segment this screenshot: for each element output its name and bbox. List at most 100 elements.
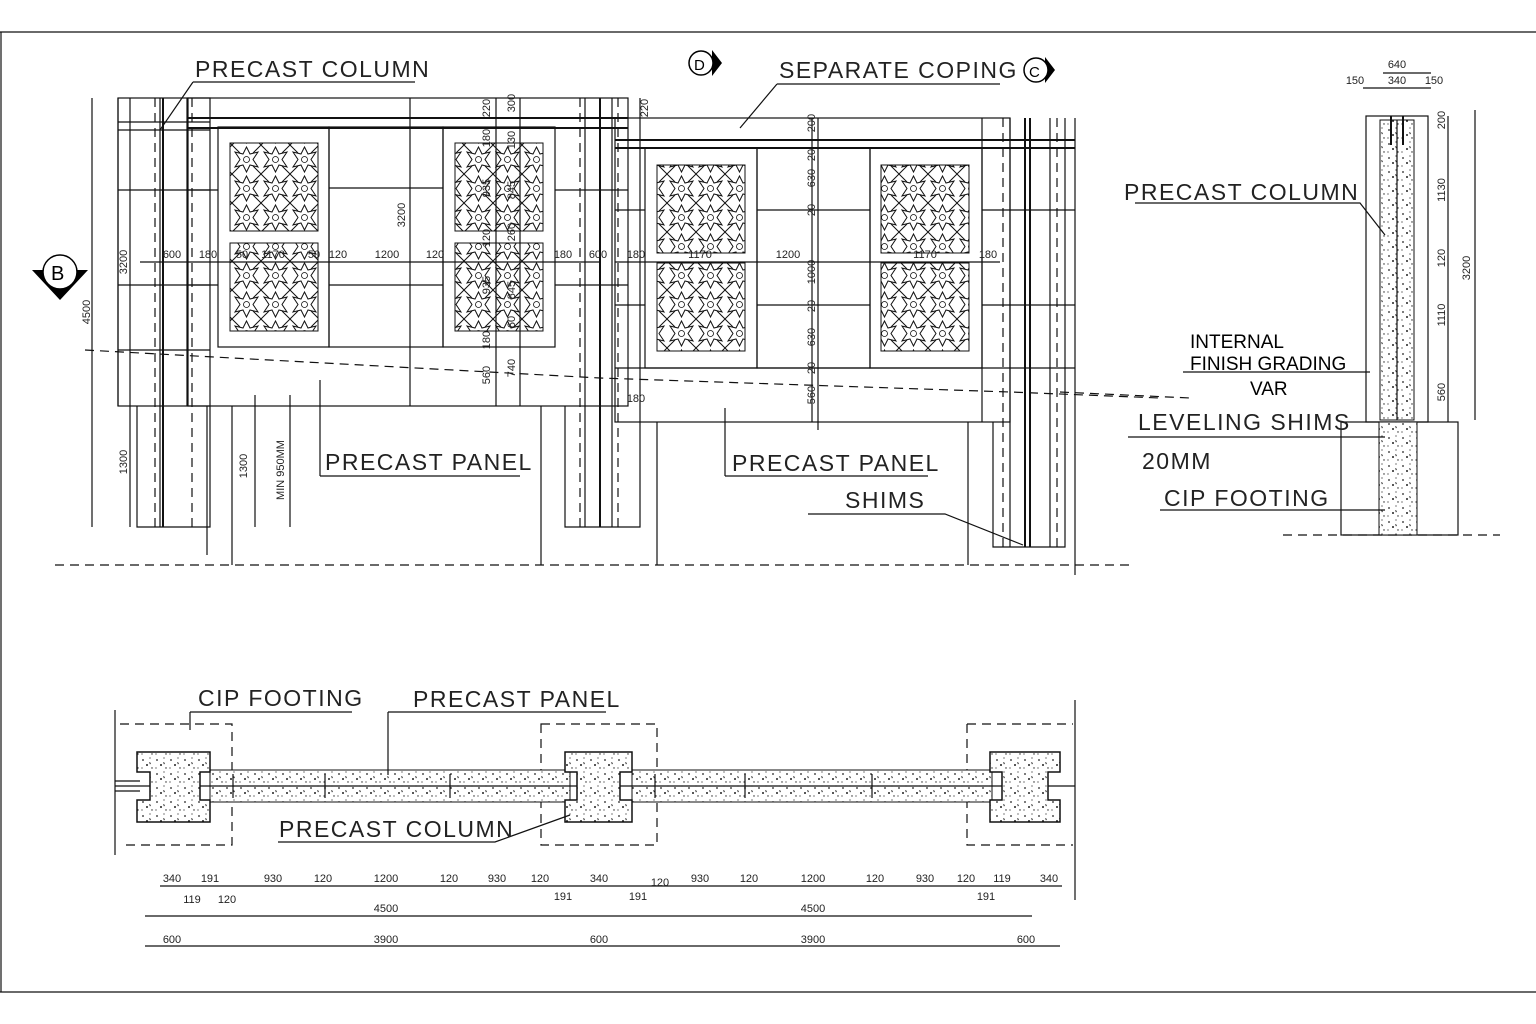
- dimension-label: 220: [481, 99, 493, 117]
- dimension-label: 120: [957, 873, 975, 885]
- marker-letter: B: [51, 263, 64, 285]
- dimension-label: 180: [481, 331, 493, 349]
- dimension-label: 200: [1436, 111, 1448, 129]
- lattice-screen: [880, 262, 970, 352]
- dimension-label: 930: [264, 873, 282, 885]
- lattice-screen: [656, 262, 746, 352]
- dimension-label: 1170: [261, 249, 285, 261]
- dimension-label: 930: [916, 873, 934, 885]
- dimension-label: 560: [481, 366, 493, 384]
- dimension-label: 180: [481, 129, 493, 147]
- label-precast-panel: PRECAST PANEL: [732, 450, 940, 476]
- precast-panel-right: [614, 117, 1075, 565]
- label-precast-column: PRECAST COLUMN: [195, 56, 430, 82]
- dimension-label: 1130: [1436, 178, 1448, 202]
- sheet-border: [0, 31, 1536, 993]
- precast-panel-left: [140, 97, 629, 565]
- label-precast-column: PRECAST COLUMN: [1124, 179, 1359, 205]
- dimension-label: 119: [183, 894, 201, 906]
- label-internal: INTERNAL: [1190, 332, 1284, 353]
- label-precast-panel: PRECAST PANEL: [413, 686, 621, 712]
- marker-letter: C: [1029, 64, 1040, 81]
- marker-letter: D: [694, 57, 705, 74]
- dimension-label: 50: [236, 249, 248, 261]
- dimension-label: 560: [1436, 383, 1448, 401]
- dimension-label: 200: [806, 114, 818, 132]
- section-marker-c: C: [1023, 57, 1055, 83]
- dimension-label: 120: [531, 873, 549, 885]
- dimension-label: 120: [1436, 249, 1448, 267]
- dimension-label: 600: [1017, 934, 1035, 946]
- dimension-label: 120: [481, 229, 493, 247]
- dimension-label: 1200: [374, 873, 398, 885]
- dimension-label: 191: [977, 891, 995, 903]
- lattice-screen: [229, 142, 319, 232]
- dimension-label: 1170: [688, 249, 712, 261]
- dimension-label: 20: [806, 300, 818, 312]
- dimension-label: 260: [506, 223, 518, 241]
- dimension-label: 130: [506, 131, 518, 149]
- dimension-label: 1200: [375, 249, 399, 261]
- dimension-label: 845: [506, 181, 518, 199]
- plan-panel-strips: [115, 769, 1075, 803]
- dimension-label: 150: [1425, 75, 1443, 87]
- dimension-label: 340: [1388, 75, 1406, 87]
- dimension-label: 191: [201, 873, 219, 885]
- dimension-label: 1110: [1436, 304, 1448, 327]
- dimension-label: 600: [590, 934, 608, 946]
- dimension-label: 20: [806, 204, 818, 216]
- dimension-label: 340: [163, 873, 181, 885]
- dimension-label: 600: [163, 249, 181, 261]
- dimension-label: 180: [199, 249, 217, 261]
- label-precast-column: PRECAST COLUMN: [279, 816, 514, 842]
- lattice-screen: [229, 242, 319, 332]
- dimension-label: 630: [806, 169, 818, 187]
- dimension-label: 3200: [1461, 256, 1473, 280]
- dimension-label: 150: [1346, 75, 1364, 87]
- label-cip-footing: CIP FOOTING: [198, 685, 364, 711]
- dimension-label: 120: [651, 877, 669, 889]
- dimension-label: 845: [506, 281, 518, 299]
- dimension-label: 119: [993, 873, 1011, 885]
- dimension-label: 340: [590, 873, 608, 885]
- dimension-label: 740: [506, 359, 518, 377]
- label-shims: SHIMS: [845, 487, 925, 513]
- dimension-label: 180: [627, 393, 645, 405]
- section-marker-b: B: [32, 254, 88, 300]
- plan-column: [989, 751, 1061, 823]
- dimension-label: 120: [314, 873, 332, 885]
- dimension-label: 4500: [374, 903, 398, 915]
- dimension-label: 4500: [81, 300, 93, 324]
- dimension-label: 1200: [801, 873, 825, 885]
- dimension-label: 935: [481, 179, 493, 197]
- dimension-label: MIN 950MM: [275, 440, 287, 500]
- dimension-label: 180: [627, 249, 645, 261]
- label-shim-thickness: 20MM: [1142, 448, 1212, 474]
- dimension-label: 630: [806, 328, 818, 346]
- precast-column-middle: [564, 98, 641, 528]
- dimension-label: 120: [440, 873, 458, 885]
- dimension-label: 600: [589, 249, 607, 261]
- plan-column: [564, 751, 633, 823]
- dimension-label: 20: [806, 362, 818, 374]
- lattice-screen: [656, 164, 746, 254]
- dimension-label: 220: [639, 99, 651, 117]
- dimension-label: 120: [866, 873, 884, 885]
- dimension-label: 3900: [801, 934, 825, 946]
- dimension-label: 340: [1040, 873, 1058, 885]
- lattice-screen: [454, 142, 544, 232]
- dimension-label: 1300: [238, 454, 250, 478]
- dimension-label: 935: [481, 276, 493, 294]
- dimension-label: 20: [806, 149, 818, 161]
- dimension-label: 300: [506, 94, 518, 112]
- plan-view: CIP FOOTING PRECAST PANEL PRECAST COLUMN…: [114, 685, 1076, 947]
- label-var: VAR: [1250, 379, 1288, 400]
- section-dimensions: 640 150 340 150 200 1130 120 1110 560 3200: [1346, 59, 1473, 401]
- dimension-label: 3900: [374, 934, 398, 946]
- dimension-label: 640: [1388, 59, 1406, 71]
- dimension-label: 3200: [118, 250, 130, 274]
- dimension-label: 560: [806, 386, 818, 404]
